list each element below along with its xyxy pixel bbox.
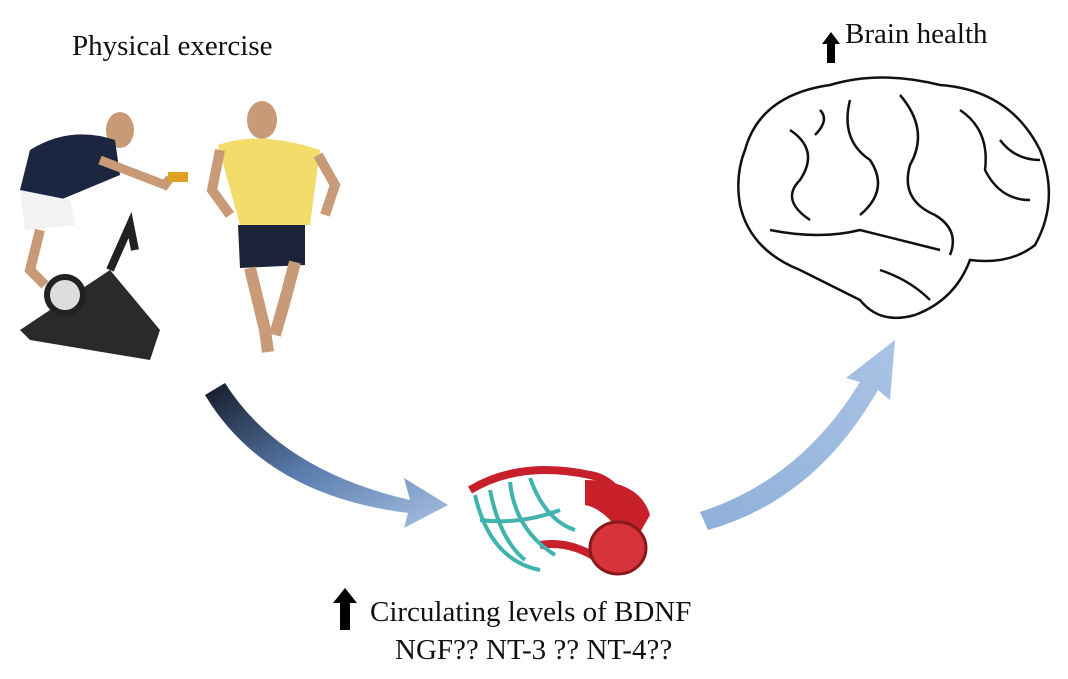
brain-health-label: Brain health [845, 18, 988, 50]
blood-vessel-illustration [467, 466, 650, 576]
exercise-label: Physical exercise [72, 30, 273, 62]
brain-illustration [737, 76, 1051, 320]
runner-illustration [206, 101, 341, 353]
cyclist-illustration [20, 112, 188, 360]
neurotrophins-label: NGF?? NT-3 ?? NT-4?? [395, 634, 673, 666]
arrow-blood-to-brain [700, 340, 895, 530]
up-arrow-icon [822, 32, 840, 63]
circulating-label: Circulating levels of BDNF [370, 596, 692, 628]
up-arrow-icon [333, 588, 357, 630]
arrow-exercise-to-blood [205, 383, 448, 528]
